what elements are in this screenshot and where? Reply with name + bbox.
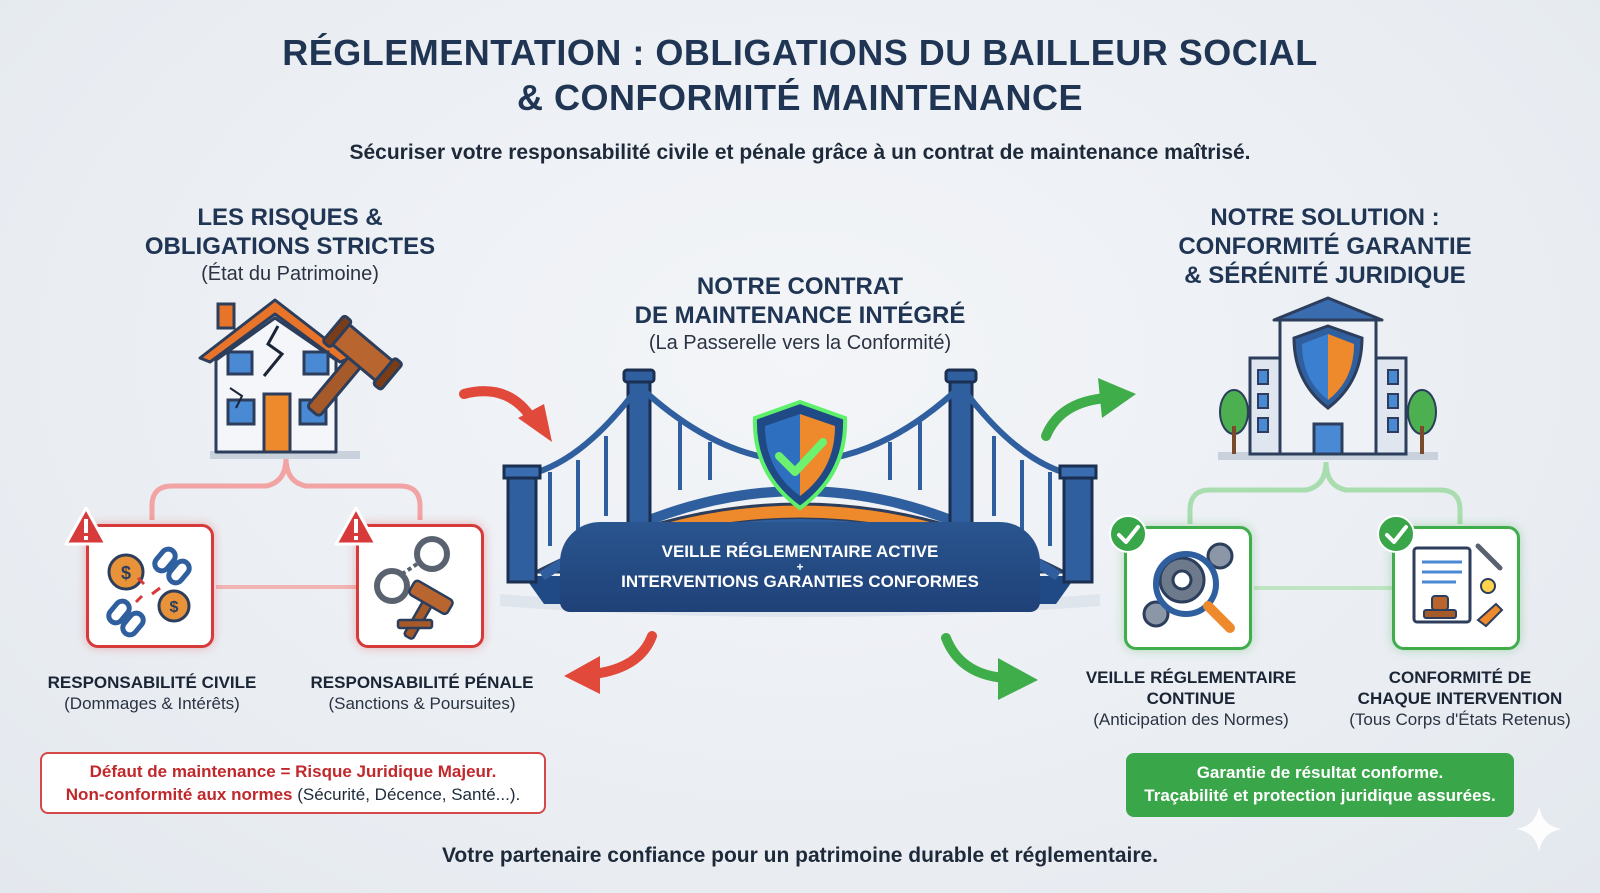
document-stamp-tools-icon (1412, 543, 1504, 628)
risk-warning-box: Défaut de maintenance = Risque Juridique… (40, 752, 546, 814)
page-subtitle: Sécuriser votre responsabilité civile et… (349, 141, 1251, 164)
check-circle-icon (1377, 515, 1415, 553)
result-line-2: Traçabilité et protection juridique assu… (1144, 786, 1496, 805)
gears-magnifier-icon (1142, 542, 1235, 633)
result-line-1: Garantie de résultat conforme. (1196, 763, 1444, 782)
shield-check-icon (752, 399, 848, 511)
civil-liability-sub: (Dommages & Intérêts) (64, 694, 240, 713)
center-heading-sub: (La Passerelle vers la Conformité) (648, 332, 952, 354)
title-line-2: & CONFORMITÉ MAINTENANCE (517, 77, 1083, 118)
check-circle-icon (1109, 515, 1147, 553)
handcuffs-gavel-icon (374, 536, 454, 640)
center-heading-line-2: DE MAINTENANCE INTÉGRÉ (634, 302, 966, 329)
bridge-plus: + (796, 560, 804, 574)
left-heading-line-1: LES RISQUES & (197, 204, 383, 231)
right-heading-line-1: NOTRE SOLUTION : (1210, 204, 1440, 231)
intervention-compliance-card (1392, 526, 1520, 650)
red-arrow-into-bridge-icon (459, 386, 552, 442)
result-guarantee-box: Garantie de résultat conforme. Traçabili… (1126, 753, 1514, 817)
risk-warning-line-1: Défaut de maintenance = Risque Juridique… (89, 762, 497, 781)
center-heading: NOTRE CONTRAT DE MAINTENANCE INTÉGRÉ (La… (560, 272, 1040, 355)
right-heading-line-2: CONFORMITÉ GARANTIE (1178, 233, 1472, 260)
risk-warning-line-2-bold: Non-conformité aux normes (65, 785, 293, 804)
bridge-banner (560, 522, 1040, 612)
intervention-compliance-caption: CONFORMITÉ DE CHAQUE INTERVENTION (Tous … (1330, 667, 1590, 730)
page-title: RÉGLEMENTATION : OBLIGATIONS DU BAILLEUR… (0, 30, 1600, 120)
green-arrow-up-icon (1041, 378, 1136, 441)
regulatory-watch-caption: VEILLE RÉGLEMENTAIRE CONTINUE (Anticipat… (1066, 667, 1316, 730)
intervention-compliance-label-1: CONFORMITÉ DE (1388, 668, 1532, 687)
regulatory-watch-sub: (Anticipation des Normes) (1093, 710, 1289, 729)
intervention-compliance-label-2: CHAQUE INTERVENTION (1357, 689, 1563, 708)
regulatory-watch-label-2: CONTINUE (1146, 689, 1236, 708)
bridge-line-2: INTERVENTIONS GARANTIES CONFORMES (621, 572, 979, 591)
right-heading: NOTRE SOLUTION : CONFORMITÉ GARANTIE & S… (1130, 203, 1520, 290)
risk-warning-line-2-rest: (Sécurité, Décence, Santé...). (292, 785, 521, 804)
green-arrow-out-icon (941, 633, 1038, 700)
regulatory-watch-label-1: VEILLE RÉGLEMENTAIRE (1085, 668, 1297, 687)
civil-liability-label: RESPONSABILITÉ CIVILE (47, 673, 257, 692)
bridge-line-1: VEILLE RÉGLEMENTAIRE ACTIVE (661, 542, 939, 561)
intervention-compliance-sub: (Tous Corps d'États Retenus) (1349, 710, 1571, 729)
money-bags-broken-chain-icon: $ $ (106, 546, 192, 638)
bridge-banner-text: VEILLE RÉGLEMENTAIRE ACTIVE + INTERVENTI… (560, 542, 1040, 592)
secure-building-icon (1218, 296, 1438, 460)
regulatory-watch-card (1124, 526, 1252, 650)
criminal-liability-label: RESPONSABILITÉ PÉNALE (310, 673, 534, 692)
criminal-liability-sub: (Sanctions & Poursuites) (328, 694, 516, 713)
damaged-house-icon (198, 298, 403, 459)
red-arrow-back-icon (564, 631, 657, 694)
criminal-liability-caption: RESPONSABILITÉ PÉNALE (Sanctions & Pours… (296, 672, 548, 714)
civil-liability-caption: RESPONSABILITÉ CIVILE (Dommages & Intérê… (30, 672, 274, 714)
svg-text:$: $ (121, 563, 131, 583)
warning-icon (64, 506, 108, 546)
center-heading-line-1: NOTRE CONTRAT (696, 273, 904, 300)
right-heading-line-3: & SÉRÉNITÉ JURIDIQUE (1184, 262, 1466, 289)
warning-icon (334, 506, 378, 546)
left-heading-line-2: OBLIGATIONS STRICTES (144, 233, 436, 260)
left-heading: LES RISQUES & OBLIGATIONS STRICTES (État… (120, 203, 460, 286)
title-line-1: RÉGLEMENTATION : OBLIGATIONS DU BAILLEUR… (282, 32, 1318, 73)
left-heading-sub: (État du Patrimoine) (201, 263, 379, 285)
svg-text:$: $ (170, 599, 179, 616)
sparkle-icon (1516, 806, 1562, 852)
footer-tagline: Votre partenaire confiance pour un patri… (441, 844, 1159, 867)
